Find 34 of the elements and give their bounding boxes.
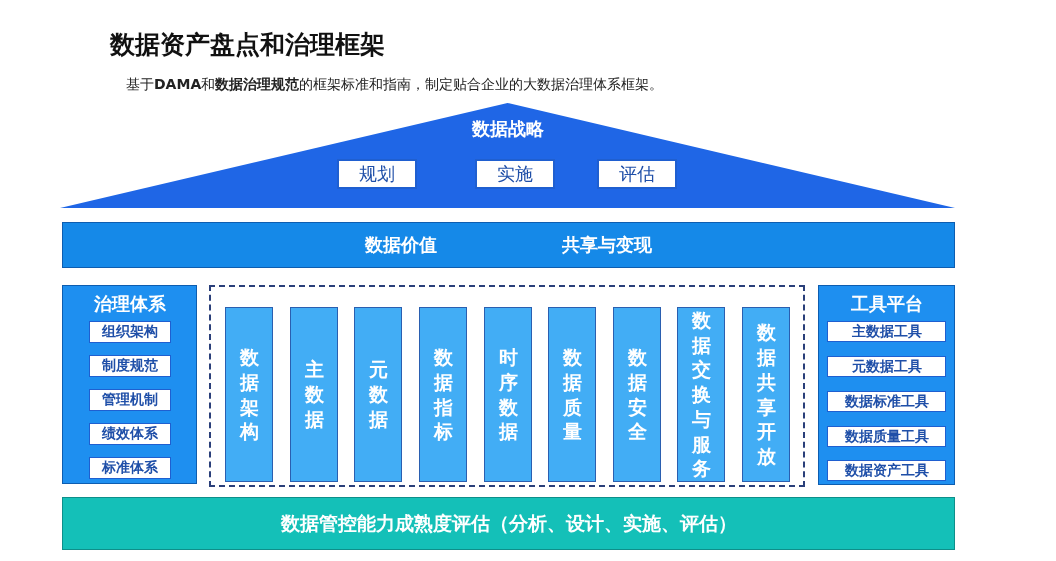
domain-column: 数据质量 <box>548 307 596 482</box>
domain-column: 主数据 <box>290 307 338 482</box>
strategy-tag: 规划 <box>337 159 417 189</box>
domain-column: 数据指标 <box>419 307 467 482</box>
item-tag: 制度规范 <box>89 355 171 377</box>
item-tag: 元数据工具 <box>827 356 946 377</box>
heading-text: 数据价值 <box>365 233 438 257</box>
heading-text: 治理体系 <box>93 292 166 316</box>
dashed-frame <box>209 285 805 487</box>
item-tag: 标准体系 <box>89 457 171 479</box>
value-band <box>62 222 955 268</box>
side-panel <box>818 285 955 485</box>
item-tag: 管理机制 <box>89 389 171 411</box>
item-tag: 主数据工具 <box>827 321 946 342</box>
strategy-tag: 实施 <box>475 159 555 189</box>
page-title: 数据资产盘点和治理框架 <box>110 29 385 61</box>
item-tag: 绩效体系 <box>89 423 171 445</box>
item-tag: 数据资产工具 <box>827 460 946 481</box>
strategy-tag: 评估 <box>597 159 677 189</box>
item-tag: 组织架构 <box>89 321 171 343</box>
domain-column: 数据交换与服务 <box>677 307 725 482</box>
assessment-band: 数据管控能力成熟度评估（分析、设计、实施、评估） <box>62 497 955 550</box>
heading-text: 工具平台 <box>850 292 923 316</box>
subtitle-text: 基于DAMA和数据治理规范的框架标准和指南，制定贴合企业的大数据治理体系框架。 <box>126 76 664 94</box>
domain-column: 元数据 <box>354 307 402 482</box>
domain-column: 数据共享开放 <box>742 307 790 482</box>
roof-heading: 数据战略 <box>471 117 544 141</box>
heading-text: 共享与变现 <box>561 233 652 257</box>
domain-column: 时序数据 <box>484 307 532 482</box>
domain-column: 数据架构 <box>225 307 273 482</box>
side-panel <box>62 285 197 484</box>
item-tag: 数据标准工具 <box>827 391 946 412</box>
item-tag: 数据质量工具 <box>827 426 946 447</box>
domain-column: 数据安全 <box>613 307 661 482</box>
